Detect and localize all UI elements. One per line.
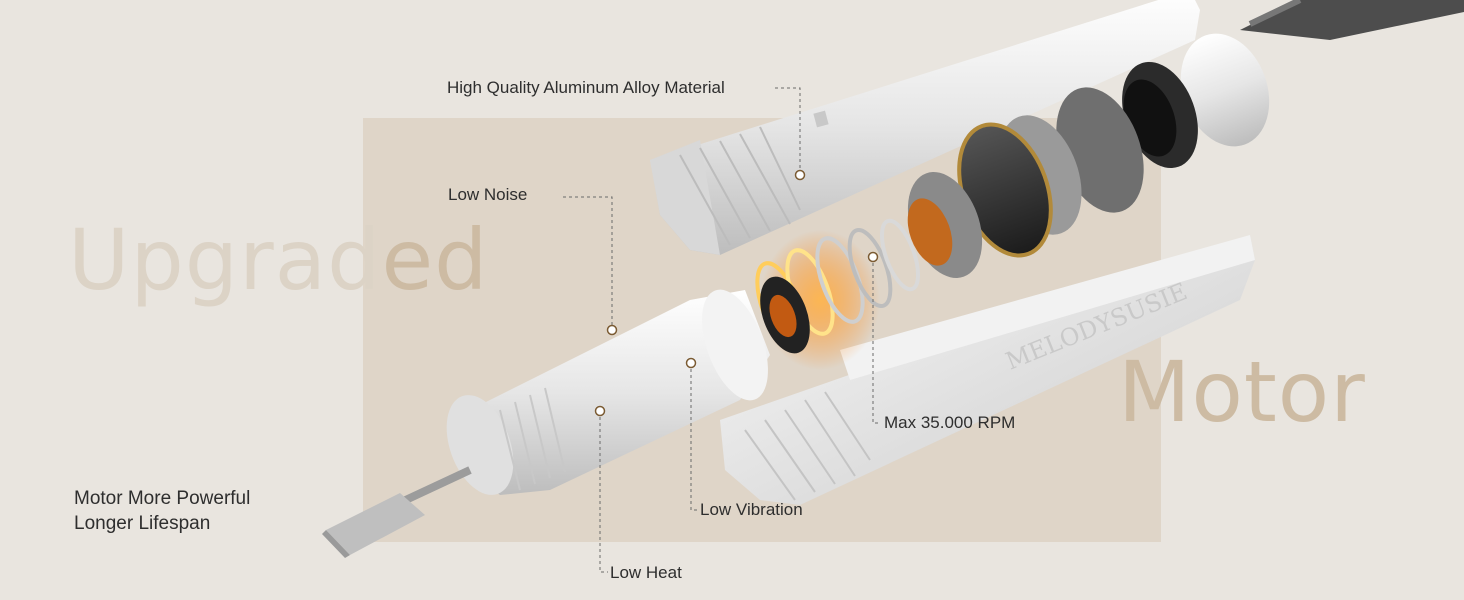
label-power-lifespan: Motor More Powerful Longer Lifespan [74, 486, 250, 536]
headline-upgraded: Upgraded [68, 218, 488, 302]
headline-upgraded-light: Upgrad [68, 211, 382, 309]
motor-core [907, 87, 1144, 278]
headline-motor-text: Motor [1118, 343, 1366, 441]
headline-upgraded-accent: ed [381, 211, 489, 309]
heat-dot [594, 405, 606, 417]
label-power-line2: Longer Lifespan [74, 513, 211, 534]
label-power-line1: Motor More Powerful [74, 488, 251, 509]
label-max-rpm: Max 35.000 RPM [884, 413, 1016, 432]
vibration-dot [685, 357, 697, 369]
noise-dot [606, 324, 618, 336]
spring-coils [755, 218, 921, 370]
upper-shell [650, 0, 1200, 255]
power-cable [1240, 0, 1464, 40]
label-low-noise: Low Noise [448, 185, 528, 204]
label-low-heat: Low Heat [610, 563, 682, 582]
rpm-dot [867, 251, 879, 263]
label-low-vibration: Low Vibration [700, 500, 803, 519]
leader-lines [563, 87, 881, 573]
headline-motor: Motor [1118, 350, 1366, 434]
label-aluminum: High Quality Aluminum Alloy Material [447, 78, 725, 97]
lower-shell: MELODYSUSIE [720, 235, 1255, 505]
rear-end-cap [1122, 33, 1270, 169]
aluminum-dot [794, 169, 806, 181]
drill-bit [322, 466, 472, 558]
